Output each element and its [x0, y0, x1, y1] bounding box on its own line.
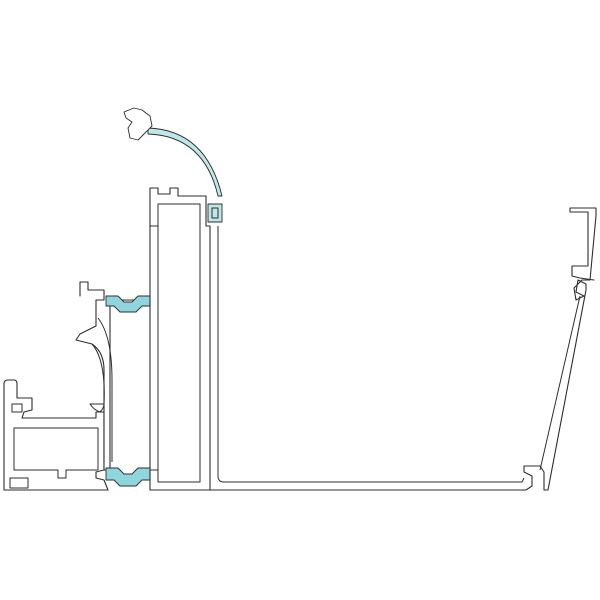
thermal-break-bottom-shape — [105, 467, 151, 487]
sash-curved-wall — [89, 343, 105, 413]
mullion-chamber — [157, 203, 201, 483]
sill-inner-chamber — [13, 427, 99, 479]
mullion-lip — [150, 225, 158, 471]
thermal-break-top-shape — [105, 295, 151, 313]
gutter-inner-wall — [217, 226, 581, 483]
sill-hook — [11, 403, 23, 413]
sash-outline — [75, 281, 151, 471]
gutter-channel-profile — [209, 207, 597, 491]
seal-clip — [207, 203, 223, 223]
thermal-break-bottom — [105, 467, 151, 487]
sill-lower-foot — [9, 477, 29, 489]
sash-profile — [75, 281, 151, 471]
seal-clip-slot — [211, 207, 219, 219]
sash-inner-curve — [97, 317, 113, 462]
thermal-break-top — [105, 295, 151, 313]
gutter-outline — [209, 207, 597, 491]
seal-arc — [147, 127, 223, 197]
mullion-outline — [149, 187, 211, 491]
sill-outer-outline — [3, 379, 109, 491]
seal-head — [123, 107, 153, 141]
curved-glazing-seal — [123, 107, 223, 223]
sill-frame-profile — [3, 379, 109, 491]
mullion-profile — [149, 187, 211, 491]
